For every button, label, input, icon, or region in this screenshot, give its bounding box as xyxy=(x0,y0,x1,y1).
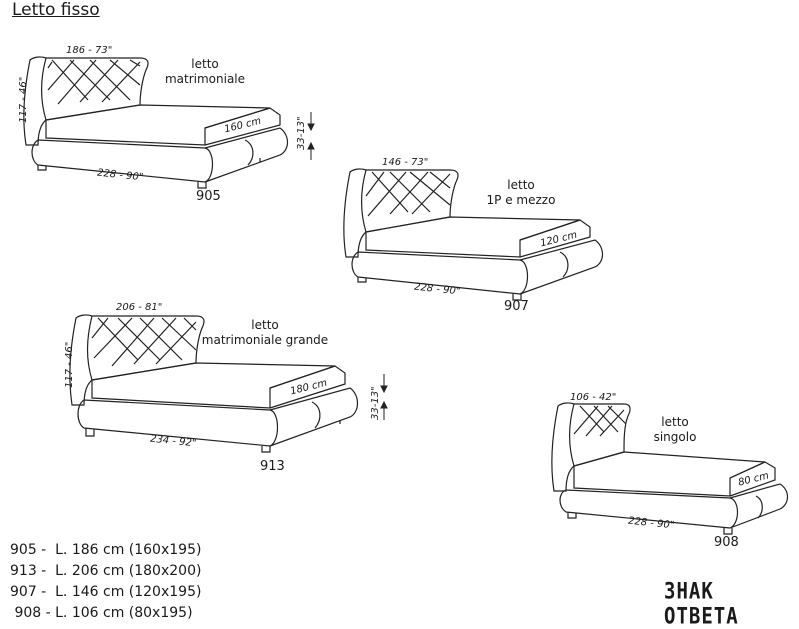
legend-item: 905 - L. 186 cm (160x195) xyxy=(10,542,202,558)
bed-907-code: 907 xyxy=(504,299,529,314)
bed-913-width-dim: 206 - 81" xyxy=(116,302,163,313)
bed-907-name: letto 1P e mezzo xyxy=(486,178,556,207)
bed-907-width-dim: 146 - 73" xyxy=(382,157,429,168)
bed-908-name: letto singolo xyxy=(653,415,697,444)
bed-905-name: letto matrimoniale xyxy=(164,57,246,86)
watermark: ЗНАК ОТВЕТА xyxy=(664,578,739,629)
bed-905-width-dim: 186 - 73" xyxy=(66,45,113,56)
bed-908-width-dim: 106 - 42" xyxy=(570,392,617,403)
legend-item: 908 - L. 106 cm (80x195) xyxy=(10,605,193,621)
legend-item: 907 - L. 146 cm (120x195) xyxy=(10,584,202,600)
page-title: Letto fisso xyxy=(12,0,100,20)
bed-905-code: 905 xyxy=(196,189,221,204)
bed-913-code: 913 xyxy=(260,459,285,474)
legend-item: 913 - L. 206 cm (180x200) xyxy=(10,563,202,579)
bed-908-code: 908 xyxy=(714,535,739,550)
model-legend: 905 - L. 186 cm (160x195) 913 - L. 206 c… xyxy=(10,540,201,624)
bed-913-name: letto matrimoniale grande xyxy=(201,318,329,347)
